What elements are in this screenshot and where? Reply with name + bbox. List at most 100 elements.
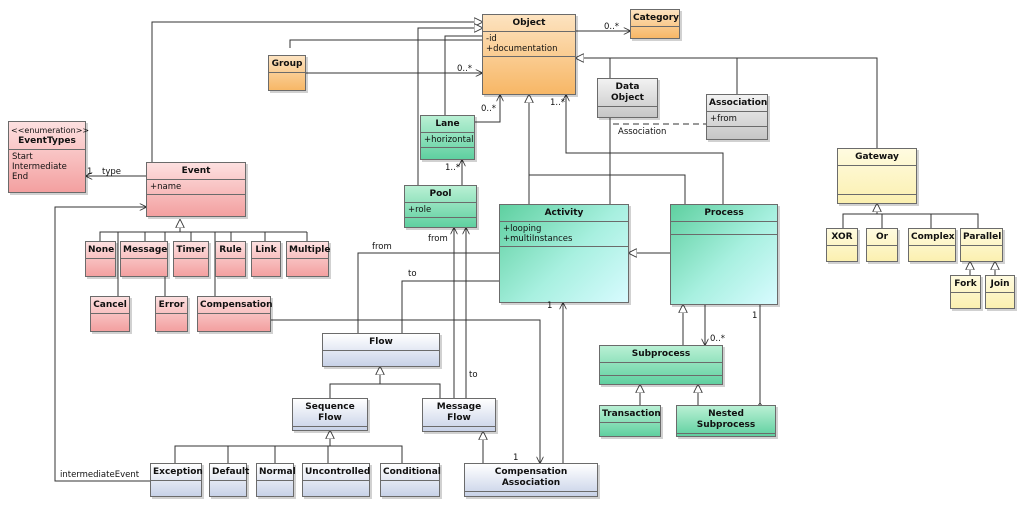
attribute: +from: [710, 114, 737, 124]
multiplicity-label: 1..*: [550, 98, 566, 108]
class-name: XOR: [827, 229, 857, 246]
class-name: Complex: [909, 229, 955, 246]
multiplicity-label: 0..*: [481, 104, 497, 114]
class-gateway[interactable]: Gateway: [837, 148, 917, 204]
class-link[interactable]: Link: [251, 241, 281, 277]
class-fork[interactable]: Fork: [950, 275, 981, 309]
class-category[interactable]: Category: [630, 9, 680, 39]
role-label: to: [469, 370, 478, 380]
class-name: Process: [671, 205, 777, 222]
class-attributes: [671, 222, 777, 235]
class-timer[interactable]: Timer: [173, 241, 209, 277]
event-to-object-generalization: [151, 22, 482, 162]
class-attributes: Start Intermediate End: [9, 150, 85, 184]
class-multiple[interactable]: Multiple: [286, 241, 330, 277]
class-event-types[interactable]: <<enumeration>> EventTypes Start Interme…: [8, 121, 89, 193]
class-exception[interactable]: Exception: [150, 463, 203, 497]
class-group[interactable]: Group: [268, 55, 306, 91]
class-name: Compensation: [198, 297, 273, 314]
class-transaction[interactable]: Transaction: [599, 405, 661, 437]
class-name: Data Object: [598, 79, 657, 107]
class-normal[interactable]: Normal: [256, 463, 296, 497]
attribute: +name: [150, 182, 182, 192]
multiplicity-label: 0..*: [710, 334, 726, 344]
class-conditional[interactable]: Conditional: [380, 463, 441, 497]
class-process[interactable]: Process: [670, 204, 778, 305]
class-attributes: +horizontal: [421, 133, 474, 148]
exception-intermediate-event-aggregation: [54, 207, 150, 481]
association-label: Association: [618, 127, 667, 137]
multiplicity-label: 1: [547, 301, 553, 311]
class-name: Multiple: [287, 242, 330, 259]
class-sequence-flow[interactable]: Sequence Flow: [292, 398, 368, 431]
class-pool[interactable]: Pool +role: [404, 185, 477, 228]
class-subprocess[interactable]: Subprocess: [599, 345, 723, 385]
class-name: Category: [631, 10, 679, 27]
class-default[interactable]: Default: [209, 463, 249, 497]
class-lane[interactable]: Lane +horizontal: [420, 115, 475, 160]
flow-to-activity: [401, 281, 499, 333]
class-or[interactable]: Or: [866, 228, 898, 262]
class-name: Default: [210, 464, 249, 481]
class-xor[interactable]: XOR: [826, 228, 858, 262]
multiplicity-label: 1..*: [445, 163, 461, 173]
class-join[interactable]: Join: [985, 275, 1015, 309]
lane-to-object-generalization: [444, 35, 482, 115]
class-name: Nested Subprocess: [677, 406, 775, 434]
class-name: Event: [147, 163, 245, 180]
class-name: Link: [252, 242, 280, 259]
class-complex[interactable]: Complex: [908, 228, 956, 262]
class-cancel[interactable]: Cancel: [90, 296, 130, 332]
role-label: from: [372, 242, 392, 252]
process-to-object-generalization: [529, 174, 686, 204]
class-compensation-association[interactable]: Compensation Association: [464, 463, 598, 497]
class-error[interactable]: Error: [155, 296, 188, 332]
class-rule[interactable]: Rule: [215, 241, 246, 277]
class-name: Flow: [323, 334, 439, 351]
class-activity[interactable]: Activity +looping +multiInstances: [499, 204, 629, 303]
attribute: +documentation: [486, 44, 558, 54]
class-name: Exception: [151, 464, 203, 481]
class-attributes: +role: [405, 203, 476, 218]
multiplicity-label: 0..*: [457, 64, 473, 74]
class-message-flow[interactable]: Message Flow: [422, 398, 496, 432]
attribute: +multiInstances: [503, 234, 573, 244]
enum-literal: End: [12, 172, 29, 182]
group-to-object-generalization: [289, 39, 482, 48]
class-object[interactable]: Object -id +documentation: [482, 14, 576, 95]
class-attributes: +from: [707, 112, 767, 127]
class-attributes: +name: [147, 180, 245, 195]
class-none[interactable]: None: [85, 241, 116, 277]
event-subtypes-generalization: [99, 220, 308, 241]
class-name: Rule: [216, 242, 245, 259]
class-attributes: [600, 363, 722, 376]
class-message[interactable]: Message: [120, 241, 168, 277]
multiplicity-label: 1: [752, 311, 758, 321]
pool-to-object-generalization: [417, 28, 482, 185]
role-label: to: [408, 269, 417, 279]
class-parallel[interactable]: Parallel: [960, 228, 1003, 262]
class-data-object[interactable]: Data Object: [597, 78, 658, 118]
class-name: Normal: [257, 464, 296, 481]
class-compensation[interactable]: Compensation: [197, 296, 273, 332]
class-attributes: [838, 166, 916, 195]
class-name: Association: [707, 95, 767, 112]
multiplicity-label: 0..*: [604, 22, 620, 32]
class-name-text: EventTypes: [18, 136, 76, 146]
class-name: None: [86, 242, 115, 259]
enum-literal: Intermediate: [12, 162, 67, 172]
process-object-aggregation: [566, 95, 723, 204]
class-nested-subprocess[interactable]: Nested Subprocess: [676, 405, 776, 437]
class-attributes: -id +documentation: [483, 32, 575, 57]
role-label: type: [102, 167, 121, 177]
class-uncontrolled[interactable]: Uncontrolled: [302, 463, 370, 497]
class-name: Pool: [405, 186, 476, 203]
class-event[interactable]: Event +name: [146, 162, 246, 217]
lane-object-composition: [475, 95, 500, 122]
class-name: Or: [867, 229, 897, 246]
class-association[interactable]: Association +from: [706, 94, 768, 140]
class-name: Cancel: [91, 297, 129, 314]
gateway-to-object-generalization: [737, 57, 878, 148]
class-flow[interactable]: Flow: [322, 333, 440, 367]
